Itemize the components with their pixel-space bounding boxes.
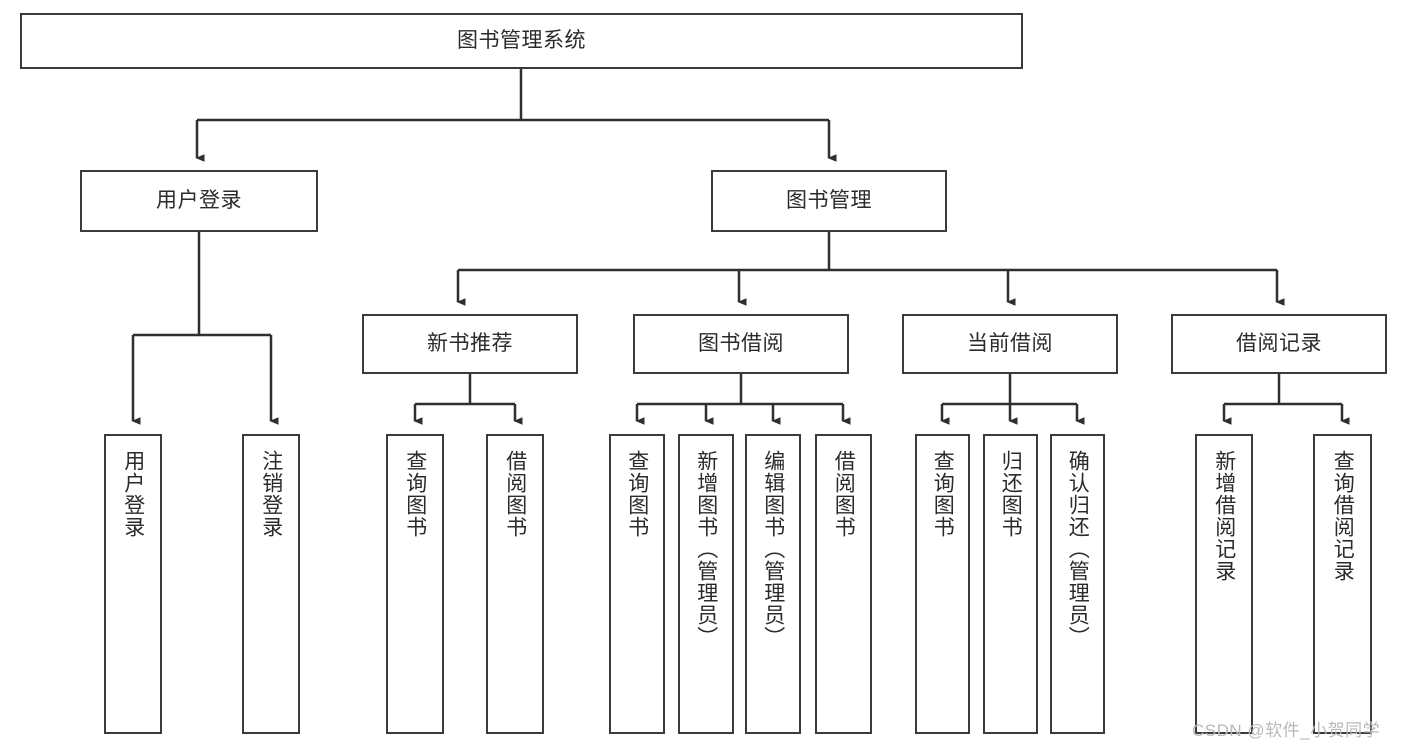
leaf-confirm-return-admin-label: 确认归还（管理员） <box>1066 450 1090 648</box>
leaf-query-borrow-record-label: 查询借阅记录 <box>1331 450 1355 582</box>
node-current-borrow-label: 当前借阅 <box>967 331 1053 355</box>
leaf-add-borrow-record-label: 新增借阅记录 <box>1212 450 1236 582</box>
leaf-confirm-return-admin[interactable]: 确认归还（管理员） <box>1050 434 1105 734</box>
node-book-management-label: 图书管理 <box>786 188 872 212</box>
leaf-query-book-borrow-label: 查询图书 <box>625 450 649 538</box>
leaf-add-book-admin-label: 新增图书（管理员） <box>694 450 718 648</box>
node-book-borrow-label: 图书借阅 <box>698 331 784 355</box>
leaf-query-book-current[interactable]: 查询图书 <box>915 434 970 734</box>
leaf-query-book-current-label: 查询图书 <box>931 450 955 538</box>
leaf-query-book-borrow[interactable]: 查询图书 <box>609 434 665 734</box>
leaf-user-login[interactable]: 用户登录 <box>104 434 162 734</box>
leaf-add-book-admin[interactable]: 新增图书（管理员） <box>678 434 734 734</box>
node-root-label: 图书管理系统 <box>457 28 586 52</box>
leaf-borrow-book-recommend[interactable]: 借阅图书 <box>486 434 544 734</box>
node-user-login-label: 用户登录 <box>156 188 242 212</box>
node-new-book-recommend[interactable]: 新书推荐 <box>362 314 578 374</box>
leaf-query-book-recommend[interactable]: 查询图书 <box>386 434 444 734</box>
leaf-return-book-label: 归还图书 <box>999 450 1023 538</box>
leaf-edit-book-admin-label: 编辑图书（管理员） <box>761 450 785 648</box>
node-borrow-record[interactable]: 借阅记录 <box>1171 314 1387 374</box>
node-borrow-record-label: 借阅记录 <box>1236 331 1322 355</box>
node-new-book-recommend-label: 新书推荐 <box>427 331 513 355</box>
watermark-text: CSDN @软件_小贺同学 <box>1192 721 1381 740</box>
leaf-query-book-recommend-label: 查询图书 <box>403 450 427 538</box>
leaf-borrow-book-label: 借阅图书 <box>832 450 856 538</box>
leaf-query-borrow-record[interactable]: 查询借阅记录 <box>1313 434 1372 734</box>
leaf-logout[interactable]: 注销登录 <box>242 434 300 734</box>
leaf-borrow-book[interactable]: 借阅图书 <box>815 434 872 734</box>
node-book-borrow[interactable]: 图书借阅 <box>633 314 849 374</box>
leaf-logout-label: 注销登录 <box>259 450 283 538</box>
leaf-return-book[interactable]: 归还图书 <box>983 434 1038 734</box>
node-user-login[interactable]: 用户登录 <box>80 170 318 232</box>
leaf-add-borrow-record[interactable]: 新增借阅记录 <box>1195 434 1253 734</box>
leaf-user-login-label: 用户登录 <box>121 450 145 538</box>
node-root[interactable]: 图书管理系统 <box>20 13 1023 69</box>
node-book-management[interactable]: 图书管理 <box>711 170 947 232</box>
leaf-edit-book-admin[interactable]: 编辑图书（管理员） <box>745 434 801 734</box>
node-current-borrow[interactable]: 当前借阅 <box>902 314 1118 374</box>
leaf-borrow-book-recommend-label: 借阅图书 <box>503 450 527 538</box>
